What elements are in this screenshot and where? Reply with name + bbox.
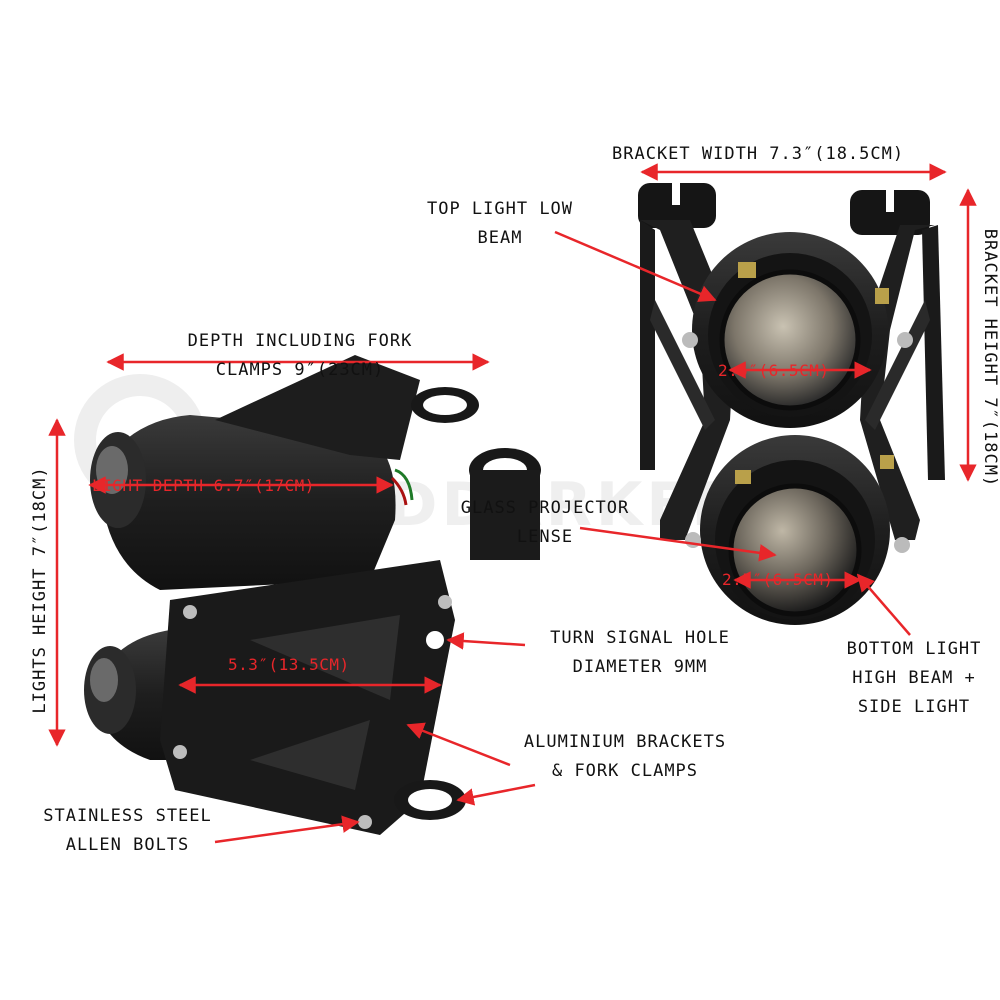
label-bolts-line2: ALLEN BOLTS xyxy=(65,835,190,855)
label-top-light-line1: TOP LIGHT LOW xyxy=(426,199,574,219)
fork-clamp-right xyxy=(850,190,930,235)
leader-turn-signal xyxy=(446,632,526,650)
leader-bottom-light xyxy=(856,573,911,636)
leader-top-light xyxy=(554,230,717,302)
front-view-headlight-assembly xyxy=(638,183,945,625)
leader-alu-2 xyxy=(456,783,536,806)
label-allen-bolts: STAINLESS STEEL ALLEN BOLTS xyxy=(15,802,240,860)
label-bracket-height: BRACKET HEIGHT 7″(18CM) xyxy=(980,228,1000,488)
label-bottom-line2: HIGH BEAM + xyxy=(852,668,976,688)
label-bottom-line3: SIDE LIGHT xyxy=(857,697,971,717)
side-view-headlight-assembly xyxy=(84,355,541,835)
label-lights-height: LIGHTS HEIGHT 7″(18CM) xyxy=(30,466,50,714)
label-depth-line1: DEPTH INCLUDING FORK xyxy=(187,331,413,351)
fork-clamp-left xyxy=(638,183,716,228)
leader-glass-lens xyxy=(579,526,777,562)
label-depth: DEPTH INCLUDING FORK CLAMPS 9″(23CM) xyxy=(145,327,455,385)
label-depth-line2: CLAMPS 9″(23CM) xyxy=(215,360,385,380)
label-turn-line1: TURN SIGNAL HOLE xyxy=(550,628,730,648)
label-turn-line2: DIAMETER 9MM xyxy=(572,657,708,677)
dim-text-top-lens: 2.5″(6.5CM) xyxy=(718,361,830,380)
dim-text-light-depth: LIGHT DEPTH 6.7″(17CM) xyxy=(92,476,315,495)
label-turn-signal: TURN SIGNAL HOLE DIAMETER 9MM xyxy=(520,624,760,682)
label-bracket-width: BRACKET WIDTH 7.3″(18.5CM) xyxy=(612,144,905,164)
label-top-light: TOP LIGHT LOW BEAM xyxy=(400,195,600,253)
label-bottom-line1: BOTTOM LIGHT xyxy=(846,639,982,659)
turn-signal-hole xyxy=(426,631,444,649)
label-glass-line2: LENSE xyxy=(516,527,574,547)
label-bottom-light: BOTTOM LIGHT HIGH BEAM + SIDE LIGHT xyxy=(828,635,1000,722)
label-glass-line1: GLASS PROJECTOR xyxy=(460,498,630,518)
dim-text-bottom-lens: 2.5″(6.5CM) xyxy=(722,570,834,589)
dim-text-bracket-span: 5.3″(13.5CM) xyxy=(228,655,350,674)
dimension-lines xyxy=(48,163,977,844)
label-alu-line2: & FORK CLAMPS xyxy=(551,761,699,781)
label-top-light-line2: BEAM xyxy=(477,228,523,248)
label-alu-line1: ALUMINIUM BRACKETS xyxy=(523,732,727,752)
label-bolts-line1: STAINLESS STEEL xyxy=(43,806,212,826)
label-aluminium-brackets: ALUMINIUM BRACKETS & FORK CLAMPS xyxy=(490,728,760,786)
leader-bolts xyxy=(214,815,360,844)
leader-alu-1 xyxy=(406,722,511,767)
label-glass-projector: GLASS PROJECTOR LENSE xyxy=(440,494,650,552)
